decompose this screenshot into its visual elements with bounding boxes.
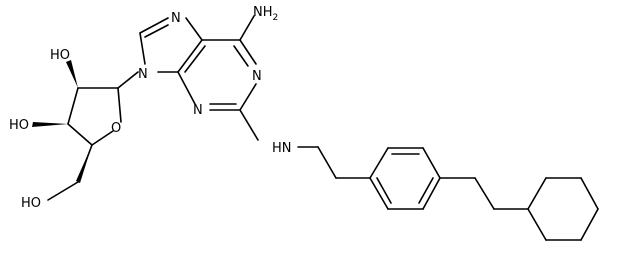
bond-ar3-ar4 <box>422 147 441 179</box>
label-nh2: NH2 <box>253 5 278 23</box>
bond-cy3-cy4 <box>580 177 599 210</box>
bond-ar-double-c <box>376 177 392 204</box>
bond-ar-double-b <box>418 177 434 204</box>
label-n3: N <box>193 103 203 118</box>
bond-ar6-ar1 <box>369 177 389 210</box>
bond-n7-c5 <box>185 17 203 41</box>
bond-ar4-ar5 <box>422 177 441 210</box>
bond-ch2a-ch2b <box>317 146 337 179</box>
bond-c2-c3 <box>67 87 79 125</box>
bond-ar1-ar2 <box>369 147 389 179</box>
label-nh-linker: HN <box>272 141 292 156</box>
bond-c6-nh2 <box>239 15 255 41</box>
bond-c8-n7 <box>139 17 169 34</box>
ribose-ring <box>32 60 139 201</box>
bond-cy1-cy2 <box>527 177 547 210</box>
bond-c5-o5 <box>47 181 79 201</box>
bond-c5-c4 <box>177 39 203 73</box>
bond-c6-n1-double <box>233 45 249 67</box>
bond-n1-c2 <box>239 83 257 111</box>
label-ring-oxygen: O <box>111 121 121 136</box>
bond-c2-nh <box>239 109 259 141</box>
benzene-ring <box>369 147 441 210</box>
atom-labels: N NH2 N N N HN HO HO O HO <box>9 5 292 211</box>
cyclohexane-ring <box>527 177 599 241</box>
label-n1: N <box>252 69 262 84</box>
cyclohexylethyl-chain <box>439 177 529 210</box>
bond-c3-c4 <box>67 123 93 146</box>
label-nh2-main: NH <box>253 5 273 20</box>
label-n9: N <box>138 67 148 82</box>
phenethyl-linker <box>297 146 371 179</box>
bond-cy4-cy5 <box>580 208 599 241</box>
purine-ring <box>139 15 259 141</box>
label-oh-c2: HO <box>50 48 70 63</box>
bond-o-c1 <box>117 87 122 123</box>
label-n7: N <box>171 11 181 26</box>
wedge-c4-c5 <box>76 145 92 183</box>
bond-n9-c8 <box>139 32 146 65</box>
wedge-c3-oh <box>32 122 68 127</box>
bond-c8-n7-double <box>144 24 169 38</box>
bond-ch2c-ch2d <box>474 177 495 210</box>
bond-c6-n1 <box>239 39 257 65</box>
bond-c4-o <box>91 130 114 146</box>
bond-n3-c4 <box>177 71 196 105</box>
bond-c1-n9 <box>117 71 139 89</box>
label-nh2-subscript: 2 <box>273 13 279 23</box>
label-oh-c3: HO <box>9 118 29 133</box>
bond-cy6-cy1 <box>527 208 547 241</box>
label-oh-c5: HO <box>21 196 41 211</box>
bond-c4-c5-double <box>184 45 206 73</box>
wedge-c2-oh <box>66 60 78 88</box>
